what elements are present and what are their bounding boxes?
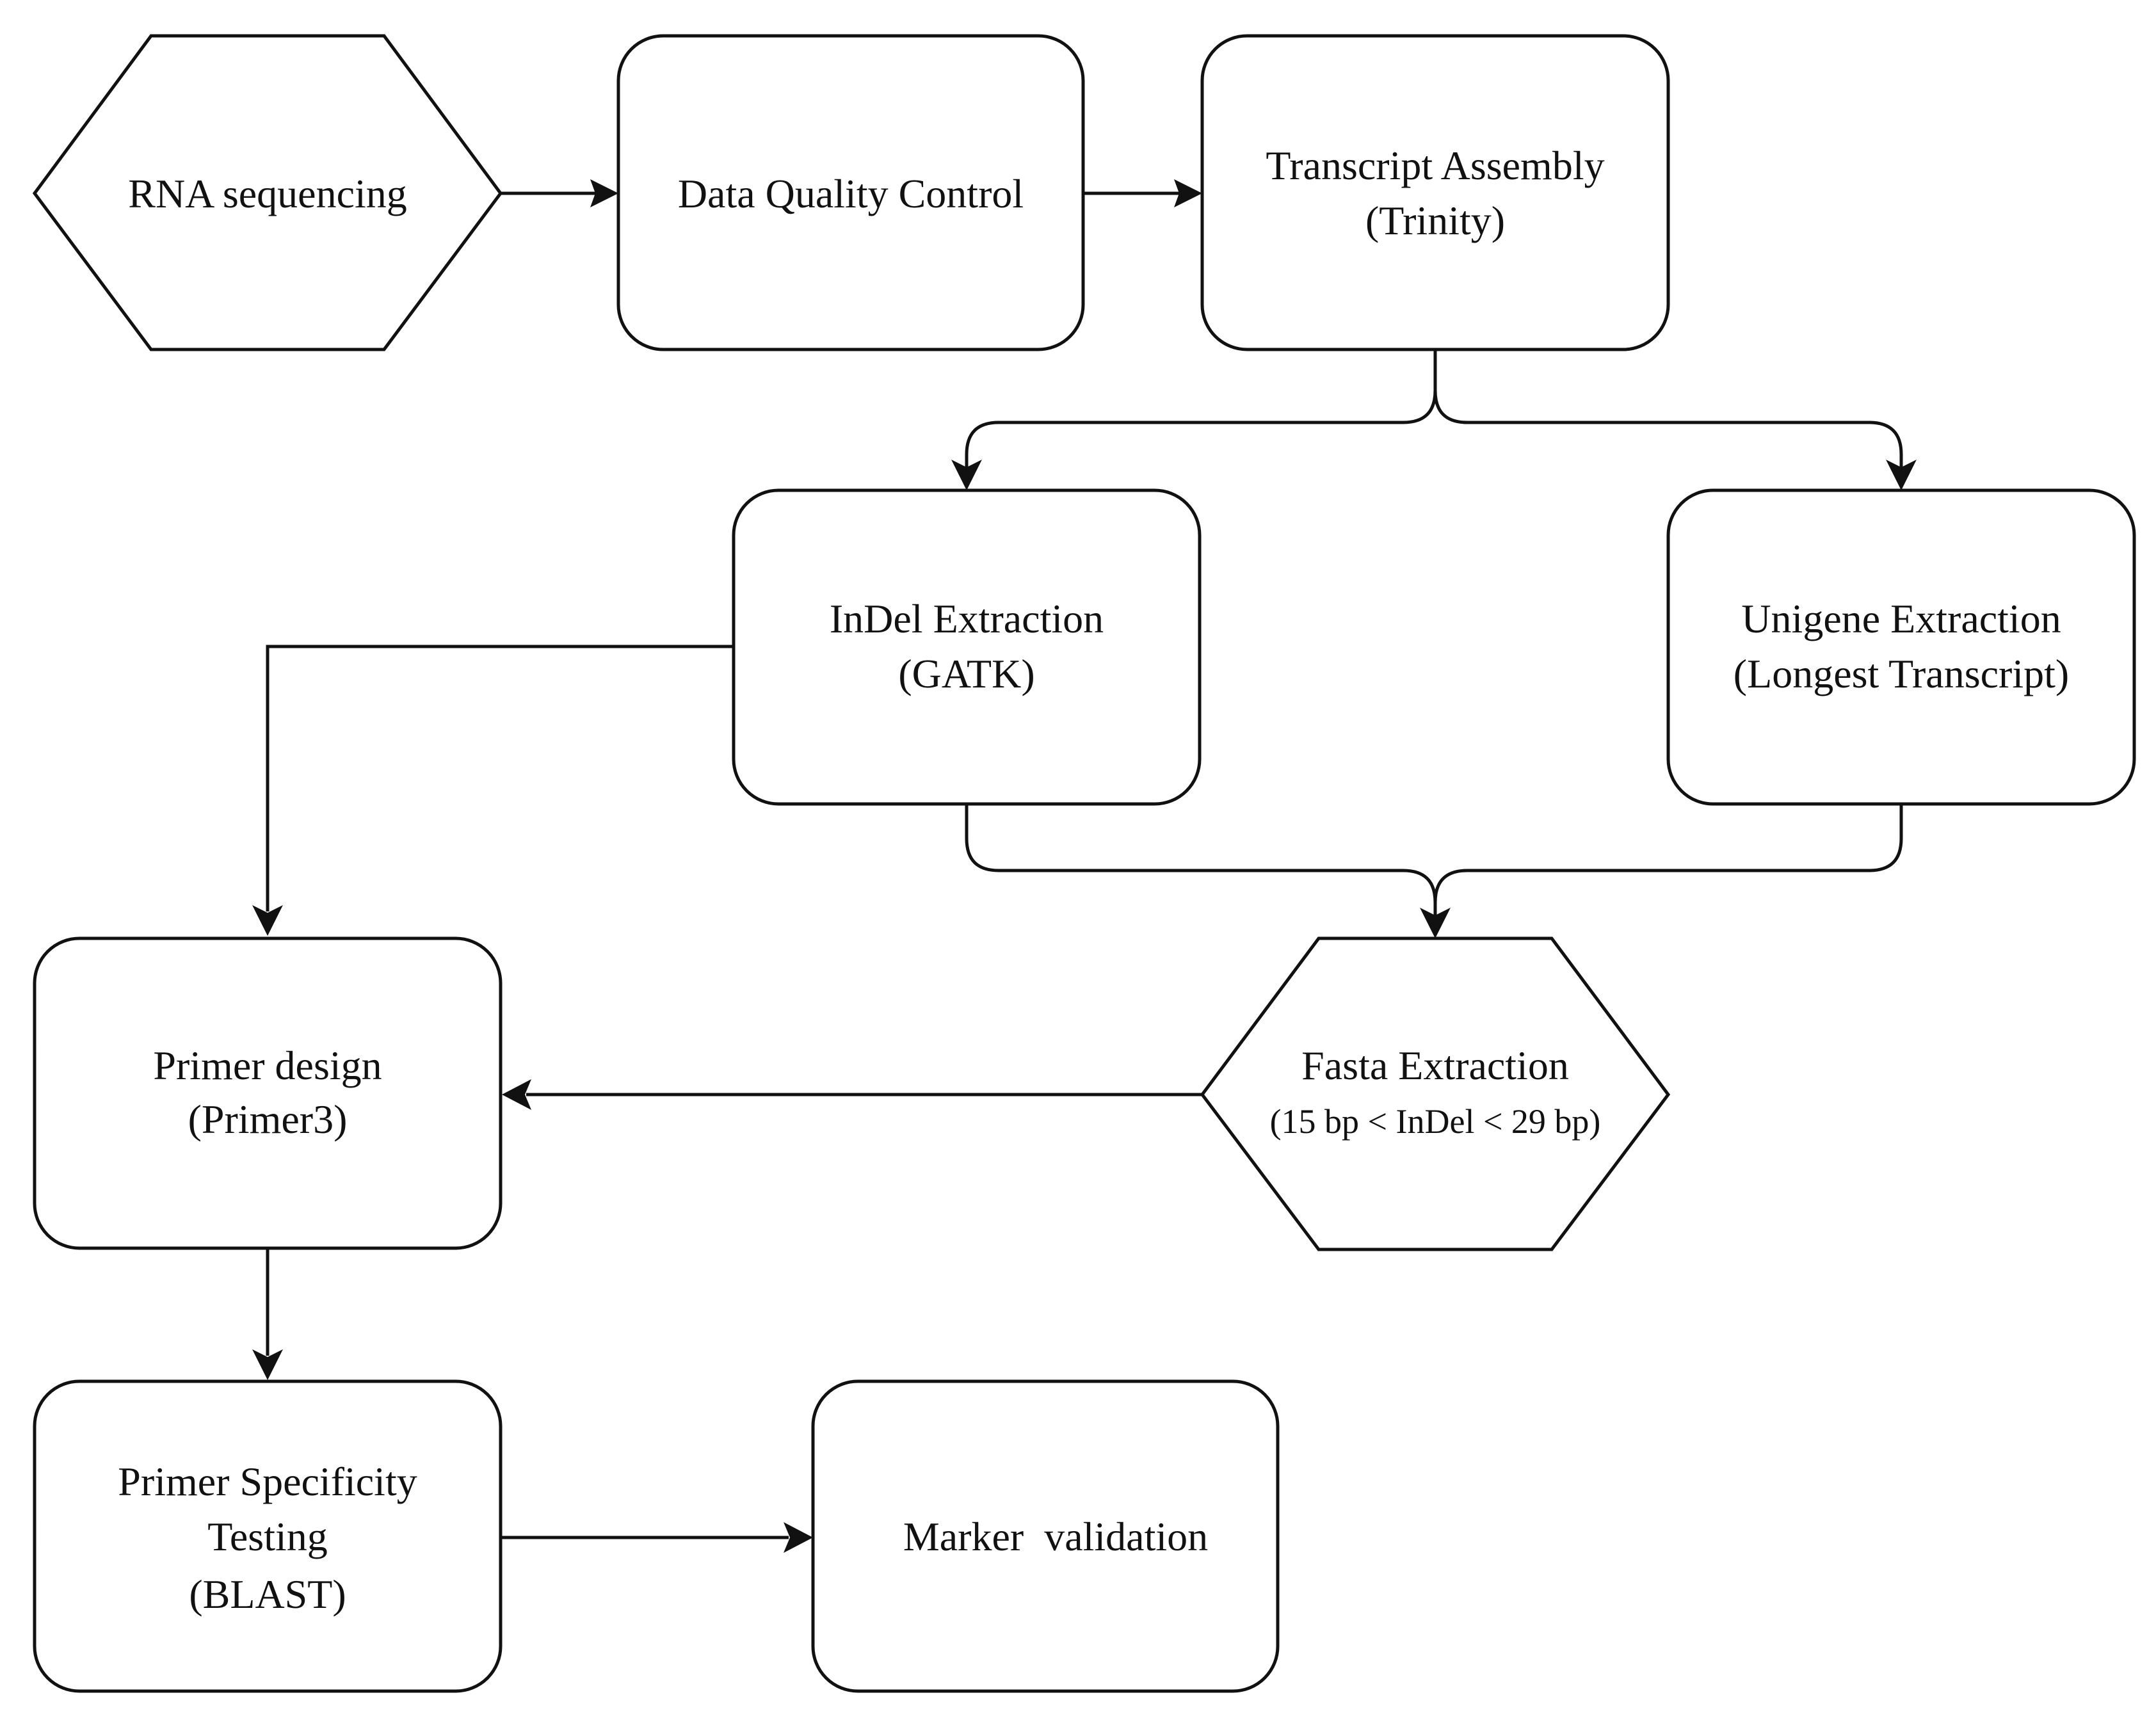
svg-text:(GATK): (GATK): [898, 651, 1034, 696]
node-transcript-assembly-line-2: (Trinity): [1365, 198, 1505, 243]
node-fasta-extraction: Fasta Extraction (15 bp < InDel < 29 bp): [1200, 936, 1671, 1251]
node-transcript-assembly: Transcript Assembly (Trinity): [1200, 34, 1670, 351]
svg-text:RNA sequencing: RNA sequencing: [128, 171, 407, 216]
node-fasta-extraction-line-1: Fasta Extraction: [1301, 1043, 1569, 1088]
edge-unigene-to-fasta: [1433, 804, 1903, 903]
arrowhead-primer-design-right: [502, 1079, 531, 1110]
node-transcript-assembly-line-1: Transcript Assembly: [1266, 143, 1604, 188]
node-primer-specificity-line-2: Testing: [207, 1514, 328, 1559]
svg-text:(BLAST): (BLAST): [189, 1571, 346, 1617]
arrowhead-primer-design-top: [252, 905, 283, 936]
node-indel-extraction: InDel Extraction (GATK): [732, 488, 1202, 806]
node-rna-sequencing-label: RNA sequencing: [128, 171, 407, 216]
svg-text:Unigene Extraction: Unigene Extraction: [1741, 596, 2061, 641]
node-data-quality-control: Data Quality Control: [616, 34, 1085, 351]
node-unigene-extraction-line-2: (Longest Transcript): [1734, 651, 2069, 696]
arrowhead-marker: [784, 1522, 813, 1553]
node-primer-design-line-1: Primer design: [153, 1043, 382, 1088]
node-fasta-extraction-line-2: (15 bp < InDel < 29 bp): [1270, 1102, 1601, 1141]
edge-indel-to-fasta: [965, 804, 1437, 915]
arrowhead-unigene: [1886, 460, 1917, 490]
svg-text:(Trinity): (Trinity): [1365, 198, 1505, 243]
node-unigene-extraction-line-1: Unigene Extraction: [1741, 596, 2061, 641]
svg-text:Primer design: Primer design: [153, 1043, 382, 1088]
node-primer-design-line-2: (Primer3): [188, 1096, 348, 1142]
svg-text:(Primer3): (Primer3): [188, 1096, 348, 1142]
arrowhead-assembly: [1174, 179, 1202, 207]
edge-indel-to-primer: [266, 645, 732, 911]
node-primer-specificity: Primer Specificity Testing (BLAST): [33, 1379, 503, 1693]
arrowhead-fasta: [1420, 908, 1451, 938]
node-primer-specificity-line-3: (BLAST): [189, 1571, 346, 1617]
arrowhead-indel: [951, 460, 982, 490]
node-unigene-extraction: Unigene Extraction (Longest Transcript): [1666, 488, 2136, 806]
svg-text:Transcript Assembly: Transcript Assembly: [1266, 143, 1604, 188]
arrowhead-specificity: [252, 1349, 283, 1380]
svg-text:Primer Specificity: Primer Specificity: [118, 1459, 417, 1504]
svg-text:Fasta Extraction: Fasta Extraction: [1301, 1043, 1569, 1088]
svg-text:(15 bp < InDel < 29 bp): (15 bp < InDel < 29 bp): [1270, 1102, 1601, 1141]
node-rna-sequencing: RNA sequencing: [32, 34, 503, 351]
edge-assembly-to-unigene: [1433, 390, 1903, 467]
arrowhead-qc: [590, 179, 618, 207]
svg-text:Marker validation: Marker validation: [832, 1514, 1259, 1559]
svg-text:(Longest Transcript): (Longest Transcript): [1734, 651, 2069, 696]
connectors: [252, 179, 1917, 1553]
node-primer-design: Primer design (Primer3): [33, 936, 503, 1250]
node-data-quality-control-label: Data Quality Control: [678, 171, 1024, 216]
node-indel-extraction-line-1: InDel Extraction: [830, 596, 1104, 641]
node-marker-validation: Marker validation: [811, 1379, 1280, 1693]
svg-text:Testing: Testing: [207, 1514, 328, 1559]
edge-assembly-split: [965, 351, 1437, 467]
node-indel-extraction-line-2: (GATK): [898, 651, 1034, 696]
svg-text:Data Quality Control: Data Quality Control: [678, 171, 1024, 216]
node-primer-specificity-line-1: Primer Specificity: [118, 1459, 417, 1504]
svg-text:InDel Extraction: InDel Extraction: [830, 596, 1104, 641]
node-marker-validation-label: Marker validation: [903, 1514, 1208, 1559]
